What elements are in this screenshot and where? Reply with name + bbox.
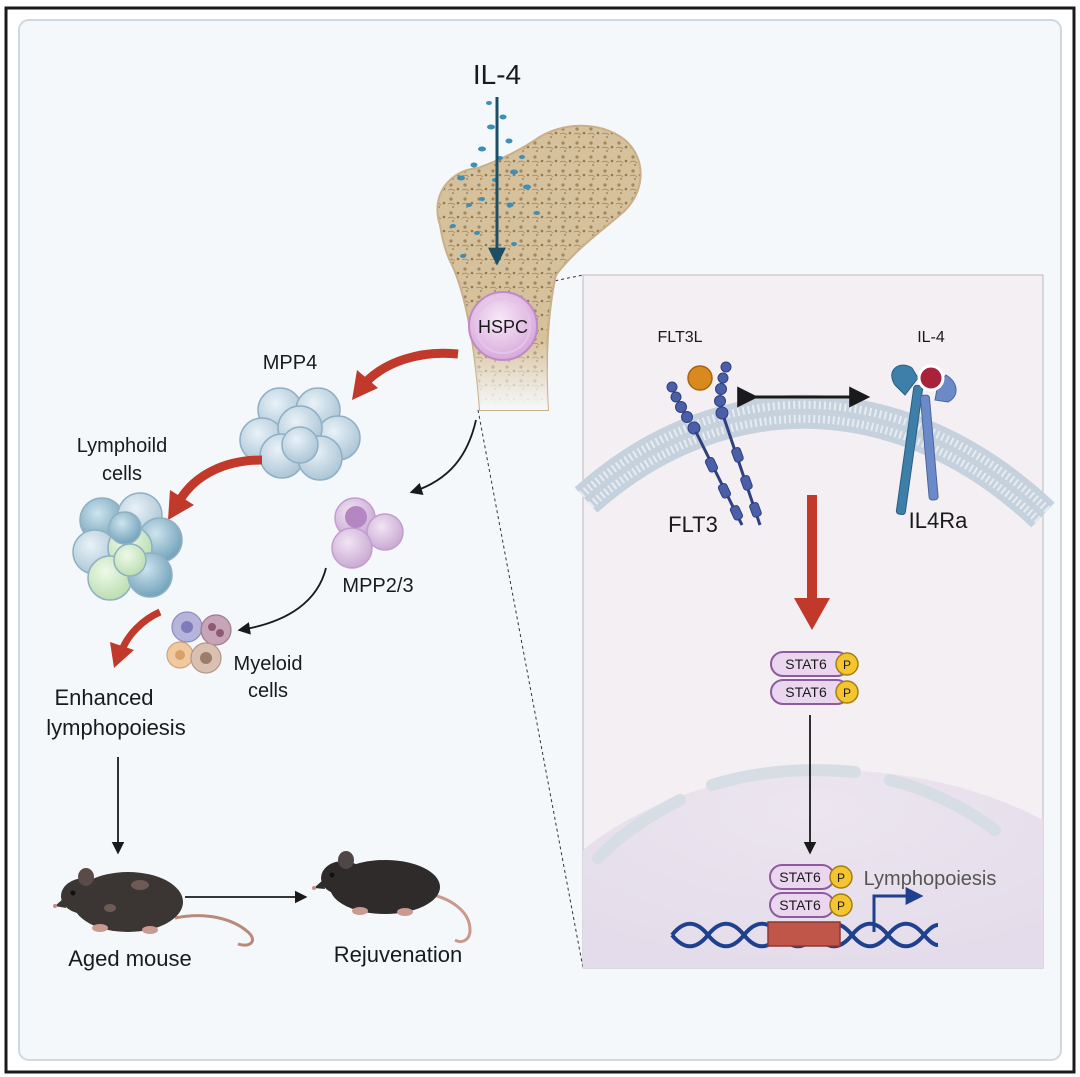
lymphoid-label-line2: cells xyxy=(102,463,142,485)
flt3-receptor xyxy=(666,361,762,526)
hspc-label: HSPC xyxy=(478,317,528,337)
stat6-dimer-cytoplasm xyxy=(770,651,859,705)
aged-mouse-label: Aged mouse xyxy=(68,946,192,971)
phospho-label-a: P xyxy=(843,658,851,672)
mpp4-cell-cluster xyxy=(239,387,361,481)
stat6-label-a: STAT6 xyxy=(785,656,827,672)
arrow-mpp23-myeloid xyxy=(237,567,327,635)
nuclear-envelope-2 xyxy=(706,764,861,791)
enhanced-label-line2: lymphopoiesis xyxy=(46,715,185,740)
il4ra-label: IL4Ra xyxy=(909,508,968,533)
mpp4-label: MPP4 xyxy=(263,352,317,374)
lymphopoiesis-label: Lymphopoiesis xyxy=(864,868,997,890)
transcription-arrow xyxy=(872,887,924,932)
flt3-label: FLT3 xyxy=(668,512,718,537)
nuclear-envelope-1 xyxy=(592,794,686,864)
il4ra-receptor xyxy=(891,364,957,516)
stat6-dimer-nucleus xyxy=(769,864,853,918)
mpp23-label: MPP2/3 xyxy=(342,575,413,597)
flt3l-ligand xyxy=(687,365,713,391)
cell-membrane xyxy=(574,394,1055,528)
zoom-line-bottom xyxy=(477,409,584,969)
stat6-label-b: STAT6 xyxy=(785,684,827,700)
arrow-hspc-mpp23 xyxy=(409,419,477,495)
aged-mouse-illustration xyxy=(53,868,254,947)
myeloid-cell-cluster xyxy=(166,611,232,674)
il4-particles xyxy=(450,101,540,258)
phospho-label-c: P xyxy=(837,871,845,885)
lymphoid-label-line1: Lymphoild xyxy=(77,435,167,457)
signal-arrow-head xyxy=(794,598,830,630)
hspc-cell xyxy=(468,291,538,361)
stat6-label-d: STAT6 xyxy=(779,897,821,913)
mpp23-cell-cluster xyxy=(331,497,404,569)
myeloid-label-line1: Myeloid xyxy=(234,653,303,675)
lymphoid-cell-cluster xyxy=(72,492,183,601)
stat6-label-c: STAT6 xyxy=(779,869,821,885)
arrow-mpp4-lymphoid-head xyxy=(168,490,194,520)
arrow-enhanced xyxy=(118,608,162,652)
arrow-enhanced-head xyxy=(110,642,134,668)
promoter-box xyxy=(767,921,841,947)
signal-arrow-shaft xyxy=(807,495,817,600)
nuclear-envelope-3 xyxy=(884,774,1001,836)
flt3l-label: FLT3L xyxy=(657,329,702,346)
phospho-label-d: P xyxy=(837,899,845,913)
myeloid-label-line2: cells xyxy=(248,680,288,702)
enhanced-label-line1: Enhanced xyxy=(54,685,153,710)
arrow-hspc-mpp4-head xyxy=(352,370,378,400)
rejuvenation-label: Rejuvenation xyxy=(334,942,462,967)
il4-label: IL-4 xyxy=(473,59,521,90)
arrow-mpp4-lymphoid xyxy=(176,455,263,503)
arrow-hspc-mpp4 xyxy=(361,348,459,387)
il4-receptor-ligand-label: IL-4 xyxy=(917,329,945,346)
il4-ligand xyxy=(917,364,945,392)
phospho-label-b: P xyxy=(843,686,851,700)
rejuvenated-mouse-illustration xyxy=(312,851,472,944)
